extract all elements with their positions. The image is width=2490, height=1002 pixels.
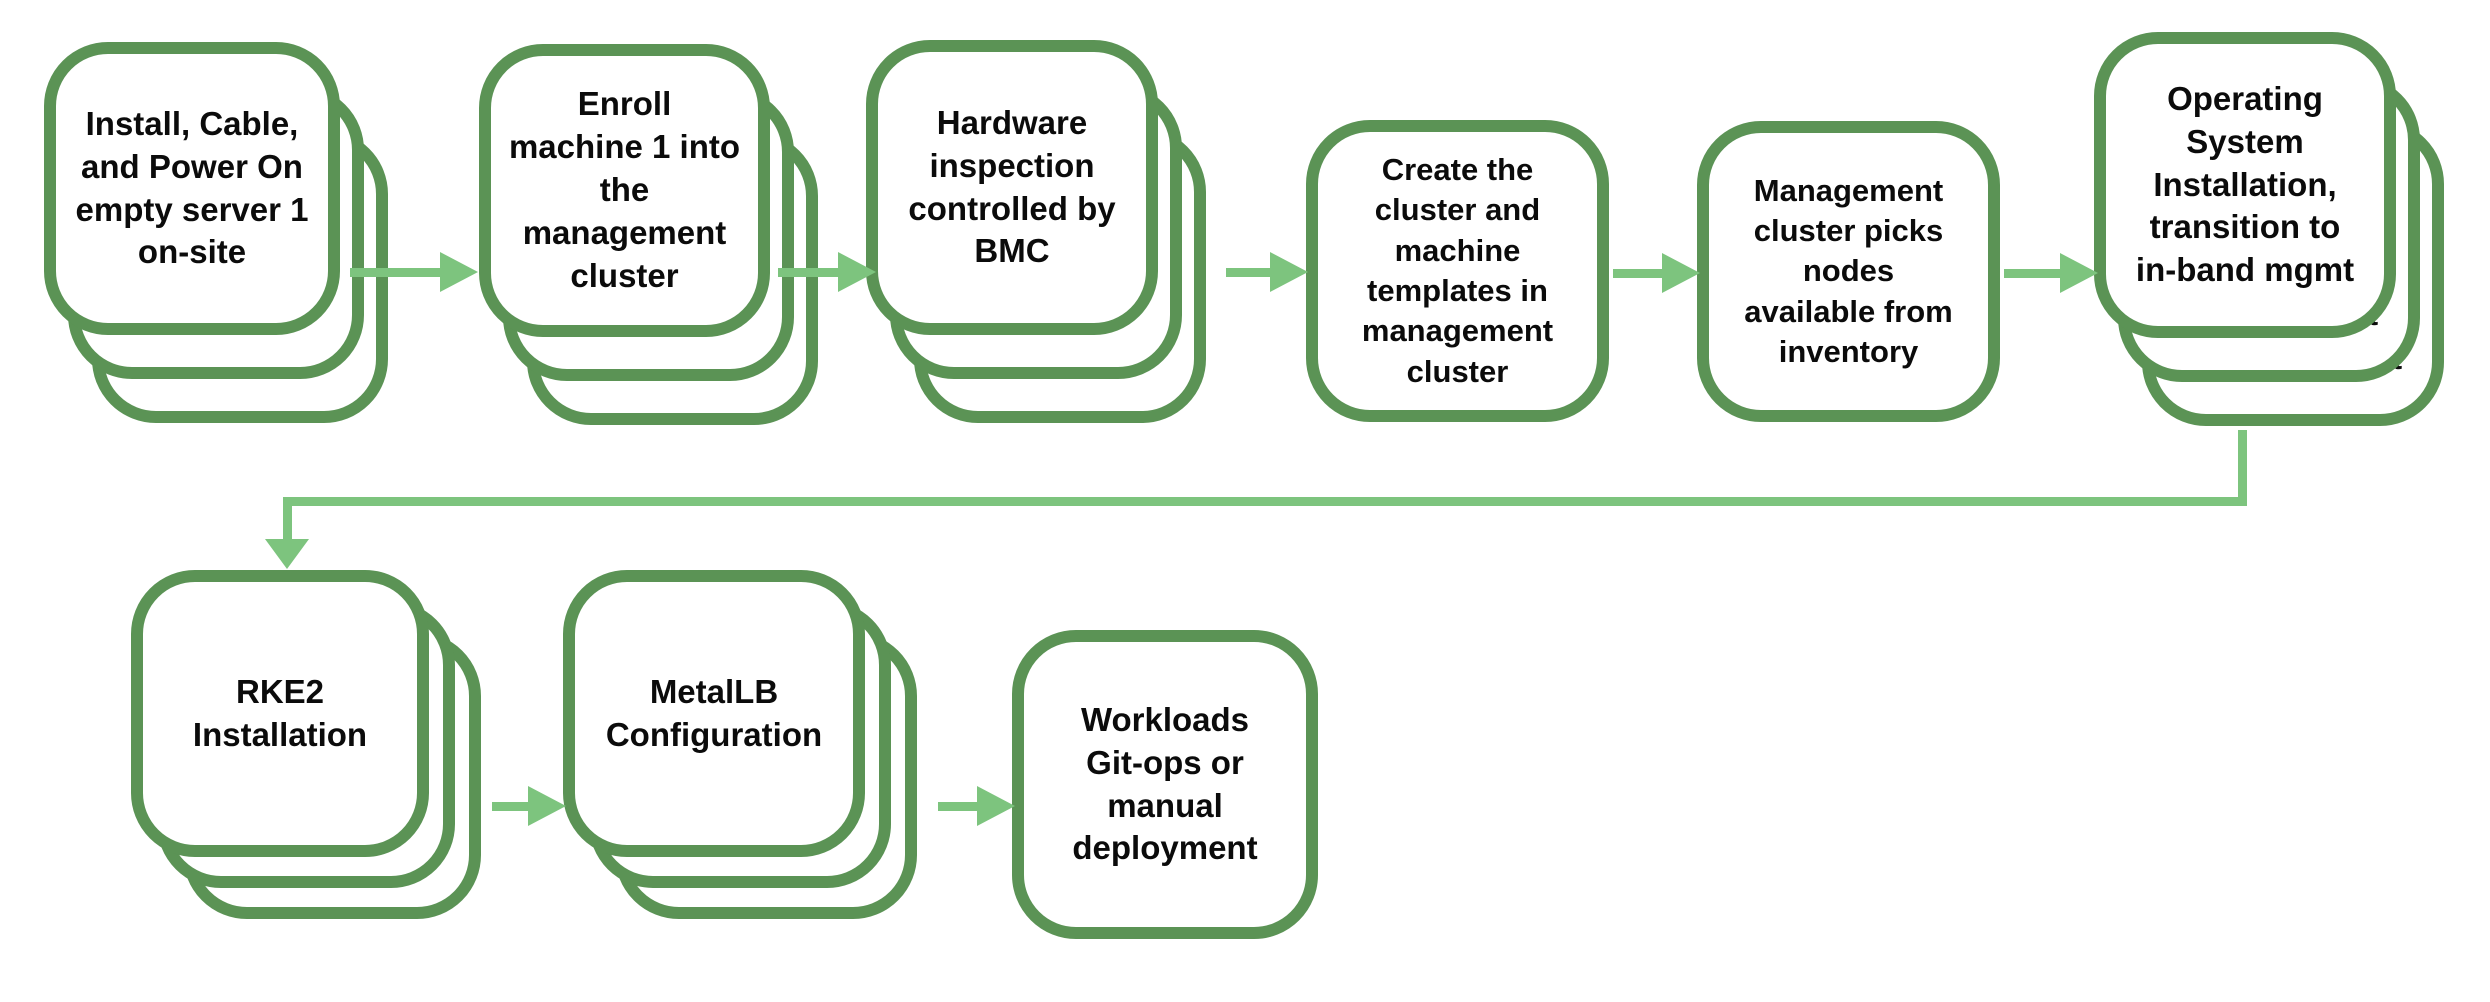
arrow-enroll-to-inspection: [778, 252, 876, 292]
arrow-shaft: [1226, 267, 1270, 277]
arrow-head-right-icon: [1270, 252, 1308, 292]
arrow-install-to-enroll: [350, 252, 478, 292]
arrow-shaft: [350, 267, 440, 277]
stack-layer-front: Install, Cable, and Power On empty serve…: [44, 42, 340, 335]
arrow-shaft: [778, 267, 838, 277]
arrow-shaft: [938, 801, 977, 811]
arrow-head-right-icon: [440, 252, 478, 292]
arrow-head-right-icon: [977, 786, 1015, 826]
stack-layer-front: Operating System Installation, transitio…: [2094, 32, 2396, 338]
arrow-head-right-icon: [838, 252, 876, 292]
node-box: Management cluster picks nodes available…: [1697, 121, 2000, 422]
node-label: Operating System Installation, transitio…: [2135, 79, 2355, 289]
arrow-create-templates-to-picks-nodes: [1613, 253, 1700, 293]
arrow-head-right-icon: [528, 786, 566, 826]
arrow-head-right-icon: [1662, 253, 1700, 293]
arrow-metallb-to-workloads: [938, 786, 1015, 826]
connector-vertical-from-os-install: [2238, 430, 2247, 506]
arrow-inspection-to-create-templates: [1226, 252, 1308, 292]
arrow-rke2-to-metallb: [492, 786, 566, 826]
node-label: RKE2 Installation: [192, 672, 368, 753]
arrow-shaft: [492, 801, 528, 811]
node-label: MetalLB Configuration: [605, 672, 823, 753]
node-box: Create the cluster and machine templates…: [1306, 120, 1609, 422]
stack-layer-front: Enroll machine 1 into the management clu…: [479, 44, 770, 337]
node-box: Workloads Git-ops or manual deployment: [1012, 630, 1318, 939]
arrow-picks-nodes-to-os-install: [2004, 253, 2098, 293]
arrow-shaft: [2004, 268, 2060, 278]
arrow-head-down-icon: [265, 539, 309, 569]
node-label: Enroll machine 1 into the management clu…: [508, 85, 741, 294]
node-label: Workloads Git-ops or manual deployment: [1072, 700, 1258, 867]
stack-layer-front: Hardware inspection controlled by BMC: [866, 40, 1158, 335]
connector-vertical-to-rke2: [283, 506, 292, 540]
stack-layer-front: RKE2 Installation: [131, 570, 429, 857]
arrow-head-right-icon: [2060, 253, 2098, 293]
node-label: Hardware inspection controlled by BMC: [908, 103, 1116, 270]
stack-layer-front: MetalLB Configuration: [563, 570, 865, 857]
node-label: Create the cluster and machine templates…: [1361, 152, 1554, 389]
connector-horizontal: [283, 497, 2247, 506]
node-label: Install, Cable, and Power On empty serve…: [75, 104, 309, 271]
node-label: Management cluster picks nodes available…: [1744, 172, 1953, 369]
arrow-shaft: [1613, 268, 1662, 278]
